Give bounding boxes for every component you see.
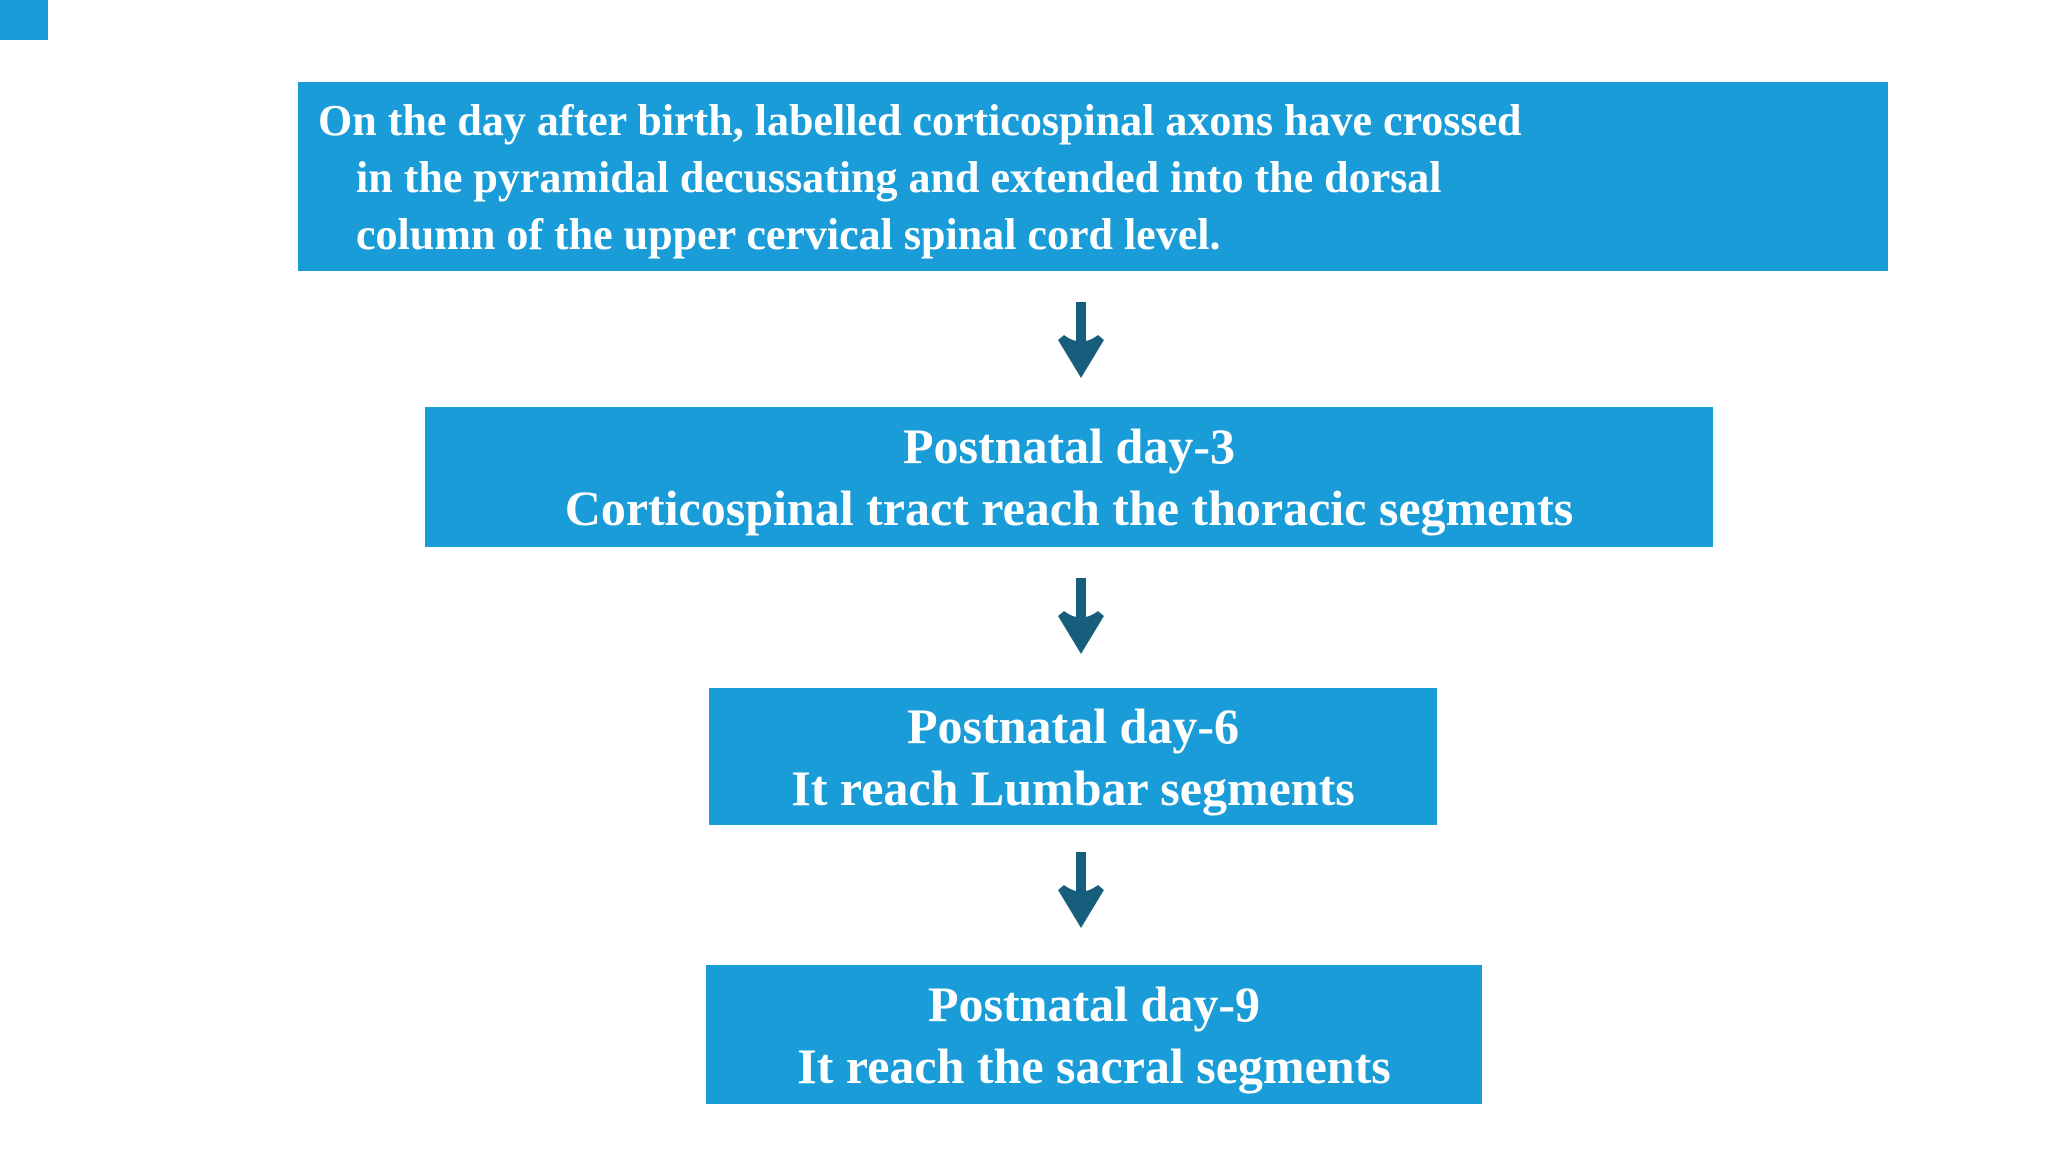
flow-step-day1-line1: On the day after birth, labelled cortico… bbox=[318, 96, 1522, 145]
flow-step-day3-detail: Corticospinal tract reach the thoracic s… bbox=[564, 480, 1574, 536]
flow-step-day6-detail: It reach Lumbar segments bbox=[791, 759, 1355, 816]
flow-step-day6-box: Postnatal day-6 It reach Lumbar segments bbox=[709, 688, 1437, 825]
down-arrow-icon bbox=[1053, 578, 1109, 654]
flow-step-day9-title: Postnatal day-9 bbox=[928, 975, 1260, 1032]
flow-step-day1-box: On the day after birth, labelled cortico… bbox=[298, 82, 1888, 271]
down-arrow-icon bbox=[1053, 302, 1109, 378]
flow-step-day1-line2: in the pyramidal decussating and extende… bbox=[356, 153, 1442, 202]
flow-step-day6-title: Postnatal day-6 bbox=[907, 697, 1239, 754]
flow-step-day9-box: Postnatal day-9 It reach the sacral segm… bbox=[706, 965, 1482, 1104]
flow-step-day9-detail: It reach the sacral segments bbox=[797, 1037, 1391, 1094]
flow-step-day1-line3: column of the upper cervical spinal cord… bbox=[356, 210, 1221, 259]
slide-corner-shape bbox=[0, 0, 48, 40]
flow-step-day3-box: Postnatal day-3 Corticospinal tract reac… bbox=[425, 407, 1713, 547]
flow-step-day3-title: Postnatal day-3 bbox=[903, 418, 1235, 474]
down-arrow-icon bbox=[1053, 852, 1109, 928]
